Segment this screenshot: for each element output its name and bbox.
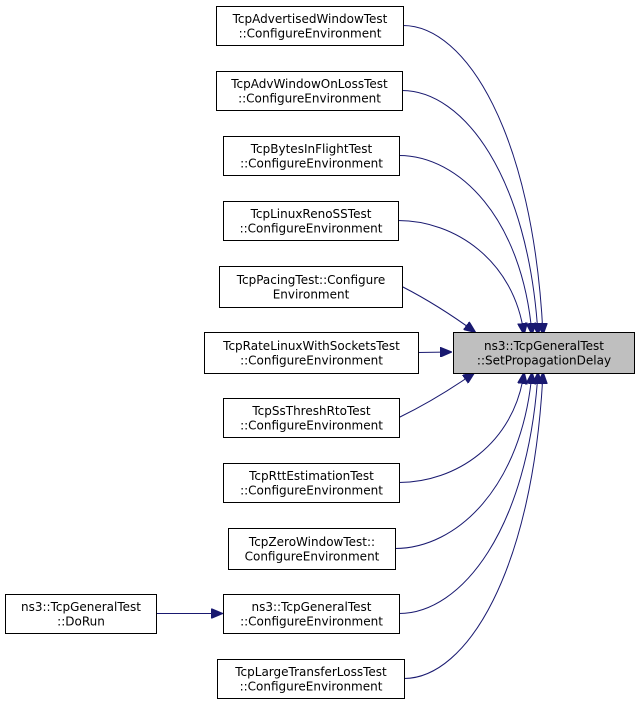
node-box (223, 594, 400, 634)
caller-node: TcpRttEstimationTest::ConfigureEnvironme… (223, 463, 400, 503)
node-label-line: ::ConfigureEnvironment (240, 614, 383, 628)
caller-node: TcpAdvWindowOnLossTest::ConfigureEnviron… (216, 71, 403, 111)
node-label-line: ::ConfigureEnvironment (240, 353, 383, 367)
node-box (228, 528, 396, 570)
node-box (204, 332, 419, 374)
node-label-line: ::ConfigureEnvironment (240, 679, 383, 693)
node-box (453, 332, 635, 374)
caller-node: TcpSsThreshRtoTest::ConfigureEnvironment (223, 398, 400, 438)
node-label-line: ::ConfigureEnvironment (240, 418, 383, 432)
edges-layer (156, 25, 543, 679)
edge-n3-to-target (397, 220, 524, 335)
node-label-line: ::ConfigureEnvironment (238, 91, 381, 105)
caller-node: ns3::TcpGeneralTest::DoRun (5, 594, 157, 634)
node-box (223, 201, 399, 241)
caller-node: TcpBytesInFlightTest::ConfigureEnvironme… (223, 136, 400, 176)
edge-n6-to-target (398, 373, 474, 418)
node-label-line: ::ConfigureEnvironment (240, 483, 383, 497)
edge-n4-to-target (401, 286, 475, 333)
node-box (5, 594, 157, 634)
node-label-line: ::DoRun (57, 614, 105, 628)
node-label-line: TcpZeroWindowTest:: (248, 535, 375, 549)
node-label-line: TcpRateLinuxWithSocketsTest (222, 339, 400, 353)
node-box (216, 71, 403, 111)
edge-n8-to-target (394, 373, 532, 549)
node-box (217, 659, 405, 699)
node-label-line: TcpLinuxRenoSSTest (250, 207, 372, 221)
caller-node: TcpPacingTest::ConfigureEnvironment (219, 266, 403, 308)
caller-node: TcpRateLinuxWithSocketsTest::ConfigureEn… (204, 332, 419, 374)
caller-node: ns3::TcpGeneralTest::ConfigureEnvironmen… (223, 594, 400, 634)
node-box (223, 136, 400, 176)
node-label-line: ns3::TcpGeneralTest (251, 600, 371, 614)
caller-node: TcpZeroWindowTest::ConfigureEnvironment (228, 528, 396, 570)
edge-n2-to-target (398, 155, 532, 335)
node-label-line: TcpSsThreshRtoTest (251, 404, 371, 418)
edge-n1-to-target (401, 90, 538, 335)
node-box (219, 266, 403, 308)
caller-node: TcpLargeTransferLossTest::ConfigureEnvir… (217, 659, 405, 699)
caller-node: TcpLinuxRenoSSTest::ConfigureEnvironment (223, 201, 399, 241)
caller-node: TcpAdvertisedWindowTest::ConfigureEnviro… (216, 6, 404, 46)
edge-n5-to-target (417, 352, 451, 353)
node-label-line: TcpPacingTest::Configure (236, 273, 386, 287)
node-label-line: ns3::TcpGeneralTest (484, 339, 604, 353)
node-label-line: TcpLargeTransferLossTest (234, 665, 387, 679)
node-box (216, 6, 404, 46)
node-label-line: ::SetPropagationDelay (477, 353, 611, 367)
node-box (223, 463, 400, 503)
edge-n9-to-target (398, 373, 538, 614)
edge-n0-to-target (402, 25, 543, 335)
node-label-line: ::ConfigureEnvironment (239, 26, 382, 40)
node-label-line: TcpRttEstimationTest (248, 469, 374, 483)
node-box (223, 398, 400, 438)
target-node: ns3::TcpGeneralTest::SetPropagationDelay (453, 332, 635, 374)
node-label-line: TcpBytesInFlightTest (250, 142, 373, 156)
edge-n7-to-target (398, 373, 524, 483)
node-label-line: ::ConfigureEnvironment (240, 221, 383, 235)
node-label-line: ::ConfigureEnvironment (240, 156, 383, 170)
node-label-line: ns3::TcpGeneralTest (21, 600, 141, 614)
node-label-line: TcpAdvWindowOnLossTest (230, 77, 388, 91)
edge-n10-to-target (403, 373, 543, 679)
nodes-layer: ns3::TcpGeneralTest::SetPropagationDelay… (5, 6, 635, 699)
node-label-line: ConfigureEnvironment (245, 549, 380, 563)
node-label-line: TcpAdvertisedWindowTest (232, 12, 388, 26)
node-label-line: Environment (273, 287, 350, 301)
